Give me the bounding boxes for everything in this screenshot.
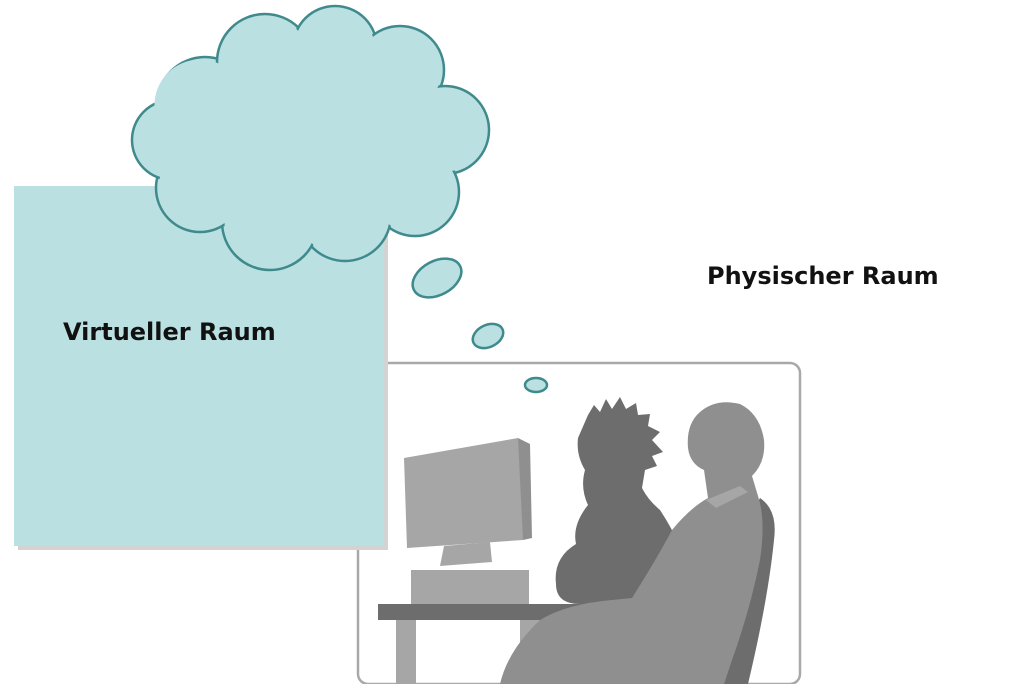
thought-bubble-large [411,257,463,299]
thought-bubble-medium [471,322,505,350]
monitor-side-shape [518,438,532,540]
computer-users-icon [378,397,775,684]
thought-bubble-small [523,376,549,394]
shirt-collar-shape [706,486,748,508]
thought-bubble-icon [411,257,549,394]
physical-space-label: Physischer Raum [707,262,939,290]
seated-person-front-icon [500,402,765,684]
monitor-screen-shape [404,438,524,548]
computer-base-shape [411,570,529,604]
virtual-space-label: Virtueller Raum [63,318,276,346]
thought-cloud-icon [130,4,491,272]
desk-leg-shape [396,620,416,684]
physical-space-frame [356,361,802,684]
seated-person-back-icon [555,397,688,604]
monitor-neck-shape [440,542,492,566]
